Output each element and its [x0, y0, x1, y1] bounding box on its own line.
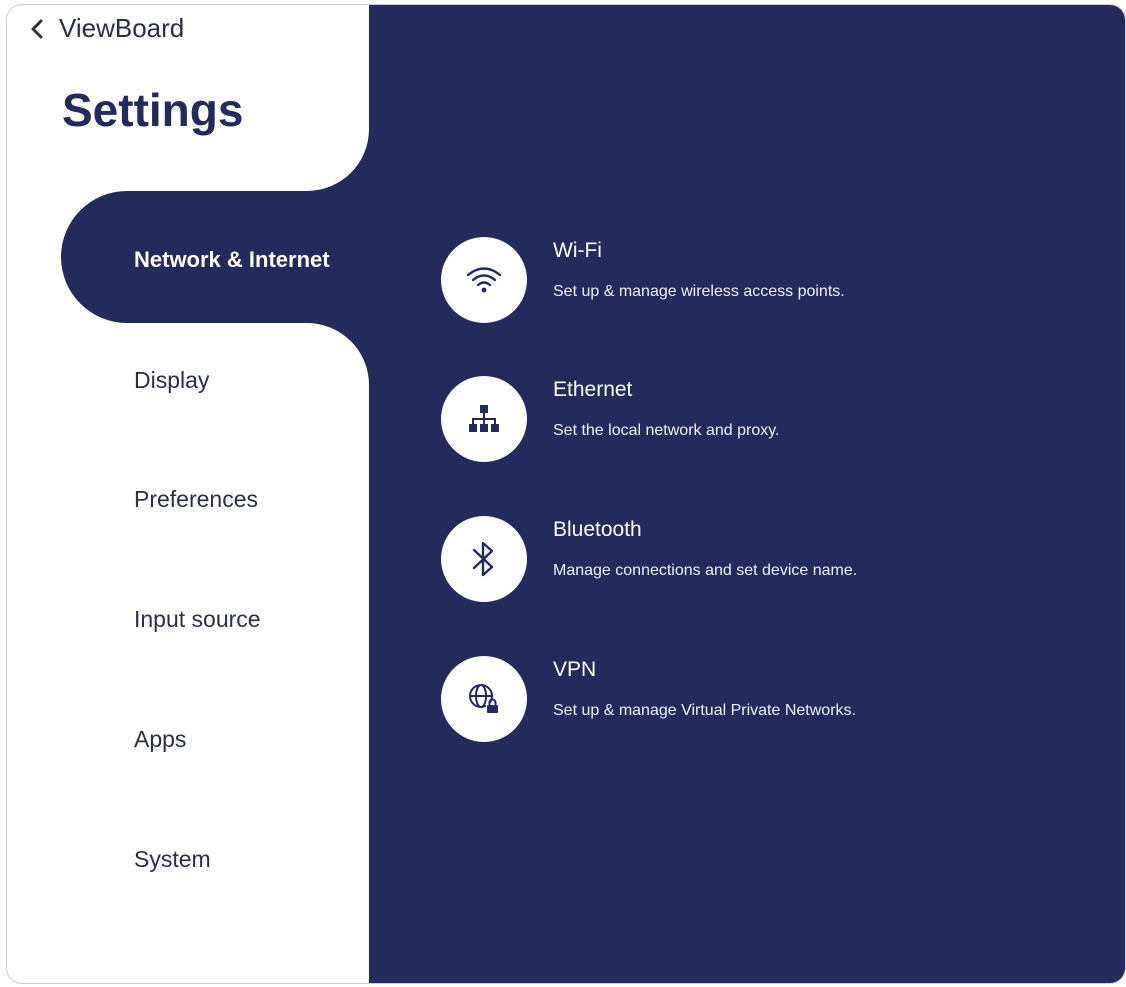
option-bluetooth-name: Bluetooth [553, 518, 642, 541]
option-ethernet-name: Ethernet [553, 378, 633, 401]
chevron-left-icon [29, 18, 45, 40]
option-wifi[interactable]: Wi-Fi Set up & manage wireless access po… [441, 237, 845, 323]
sidebar-item-system[interactable]: System [134, 846, 211, 872]
back-button[interactable]: ViewBoard [29, 13, 184, 44]
sidebar-item-preferences[interactable]: Preferences [134, 486, 259, 512]
vpn-globe-lock-icon [441, 656, 527, 742]
sidebar-item-apps[interactable]: Apps [134, 726, 187, 752]
option-ethernet-description: Set the local network and proxy. [553, 422, 780, 439]
decorative-curve-bottom [307, 323, 369, 385]
settings-window: ViewBoard Settings Network & Internet Di… [6, 4, 1126, 984]
sidebar-item-input-source[interactable]: Input source [134, 606, 261, 632]
wifi-icon [441, 237, 527, 323]
sidebar: ViewBoard Settings Network & Internet Di… [7, 5, 381, 983]
option-bluetooth[interactable]: Bluetooth Manage connections and set dev… [441, 516, 857, 602]
option-bluetooth-description: Manage connections and set device name. [553, 562, 858, 579]
option-wifi-name: Wi-Fi [553, 239, 602, 262]
option-vpn-name: VPN [553, 658, 597, 681]
active-nav-highlight [61, 191, 381, 323]
bluetooth-icon [441, 516, 527, 602]
sidebar-item-network-internet[interactable]: Network & Internet [134, 247, 330, 272]
option-vpn-description: Set up & manage Virtual Private Networks… [553, 702, 856, 719]
ethernet-icon [441, 376, 527, 462]
back-label: ViewBoard [59, 13, 185, 43]
option-ethernet[interactable]: Ethernet Set the local network and proxy… [441, 376, 780, 462]
decorative-curve-top [307, 125, 369, 191]
option-wifi-description: Set up & manage wireless access points. [553, 283, 845, 300]
sidebar-item-display[interactable]: Display [134, 367, 210, 393]
option-vpn[interactable]: VPN Set up & manage Virtual Private Netw… [441, 656, 856, 742]
page-title: Settings [62, 84, 244, 136]
content-panel [369, 5, 1125, 983]
